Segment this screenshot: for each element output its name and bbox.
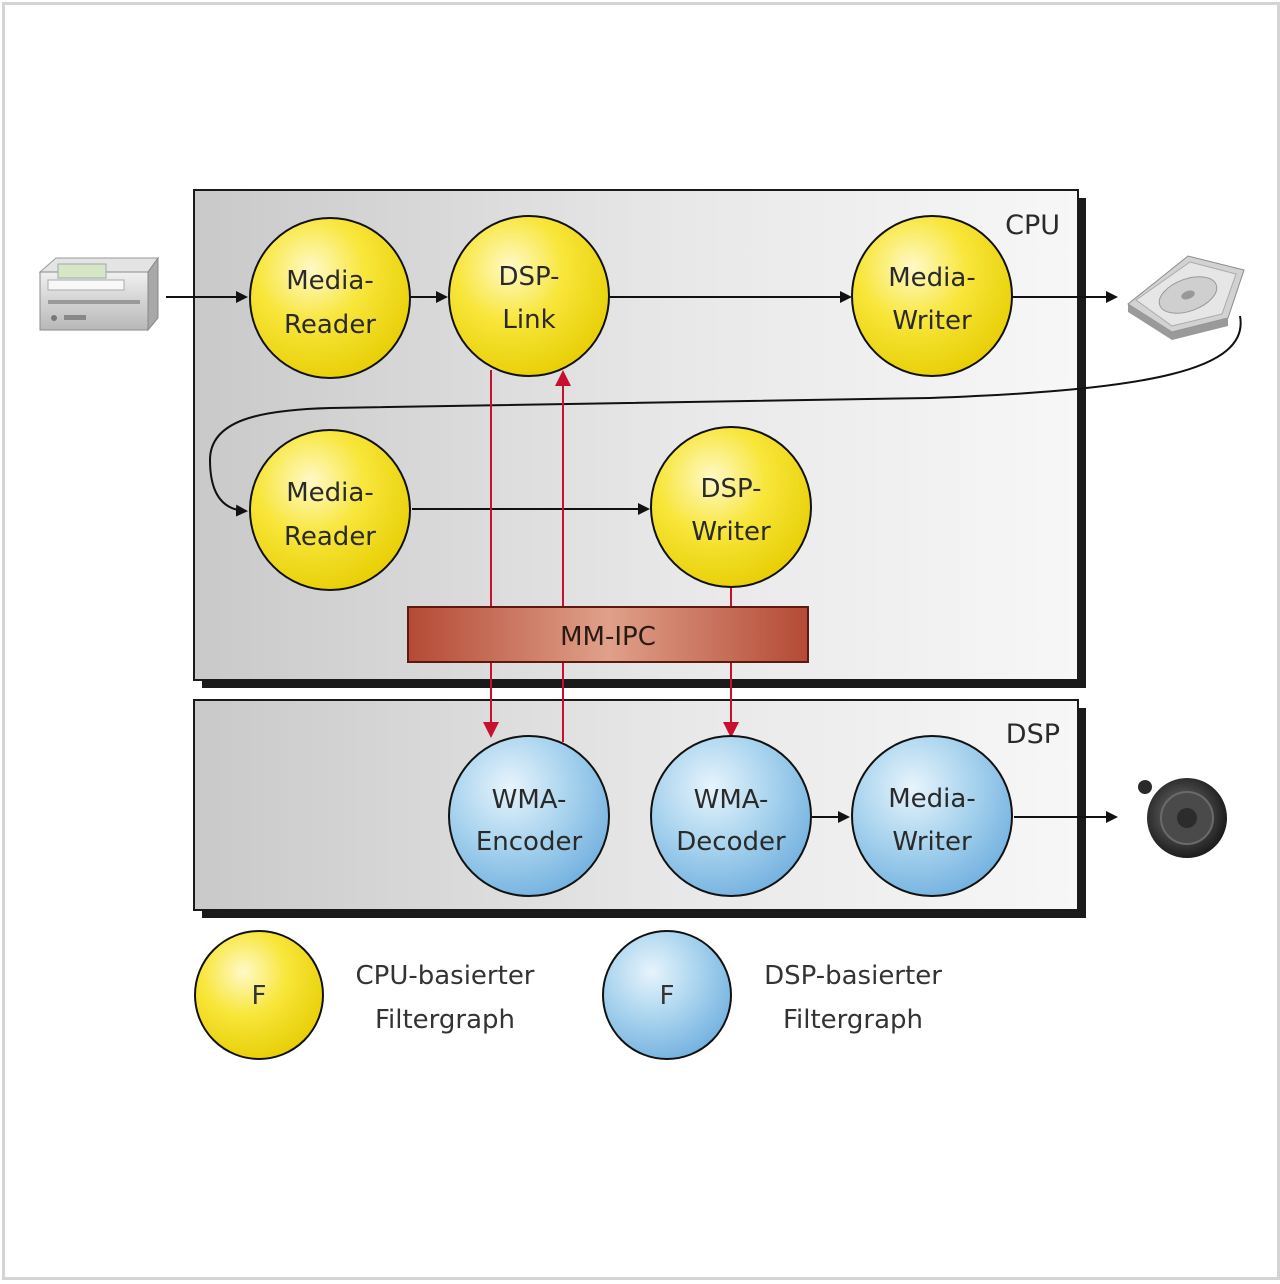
legend-cpu-line1: CPU-basierter	[355, 961, 534, 991]
node-wma-decoder-line2: Decoder	[676, 827, 786, 857]
node-media-writer-top-line1: Media-	[888, 263, 975, 293]
node-wma-decoder: WMA- Decoder	[650, 735, 812, 897]
arrow-disk-to-reader-loop	[208, 315, 1242, 517]
legend-dsp-symbol	[602, 930, 732, 1060]
node-dsp-media-writer-line1: Media-	[888, 784, 975, 814]
node-media-writer-top-line2: Writer	[892, 306, 972, 336]
speaker-icon	[1138, 778, 1227, 858]
node-wma-encoder-line2: Encoder	[476, 827, 583, 857]
node-dsp-link: DSP- Link	[448, 215, 610, 377]
legend-cpu-line2: Filtergraph	[375, 1005, 515, 1035]
node-dsp-writer-line2: Writer	[691, 517, 771, 547]
cpu-panel-label: CPU	[1005, 210, 1060, 241]
dsp-panel-label: DSP	[1006, 719, 1060, 750]
legend-dsp-line1: DSP-basierter	[764, 961, 942, 991]
legend-cpu-letter: F	[252, 981, 267, 1011]
legend-dsp-letter: F	[660, 981, 675, 1011]
node-dsp-writer-line1: DSP-	[700, 474, 761, 504]
mm-ipc-bar: MM-IPC	[407, 606, 809, 663]
node-media-reader-bottom-line2: Reader	[284, 522, 376, 552]
node-wma-encoder: WMA- Encoder	[448, 735, 610, 897]
node-media-writer-top: Media- Writer	[851, 215, 1013, 377]
node-wma-decoder-line1: WMA-	[694, 785, 769, 815]
optical-drive-icon	[38, 256, 159, 332]
legend-cpu: F CPU-basierter Filtergraph	[194, 930, 535, 1060]
legend-cpu-symbol	[194, 930, 324, 1060]
node-dsp-media-writer-line2: Writer	[892, 827, 972, 857]
node-media-reader-top: Media- Reader	[249, 217, 411, 379]
node-media-reader-bottom: Media- Reader	[249, 429, 411, 591]
node-dsp-link-line2: Link	[502, 305, 555, 335]
node-dsp-link-line1: DSP-	[498, 262, 559, 292]
node-media-reader-top-line2: Reader	[284, 310, 376, 340]
flow-arrows	[166, 291, 1242, 823]
node-media-reader-top-line1: Media-	[286, 266, 373, 296]
node-wma-encoder-line1: WMA-	[492, 785, 567, 815]
legend-dsp-line2: Filtergraph	[783, 1005, 923, 1035]
mm-ipc-label: MM-IPC	[560, 622, 656, 652]
node-dsp-media-writer: Media- Writer	[851, 735, 1013, 897]
legend-dsp: F DSP-basierter Filtergraph	[602, 930, 942, 1060]
hard-disk-icon	[1127, 255, 1245, 340]
node-dsp-writer: DSP- Writer	[650, 426, 812, 588]
node-media-reader-bottom-line1: Media-	[286, 478, 373, 508]
